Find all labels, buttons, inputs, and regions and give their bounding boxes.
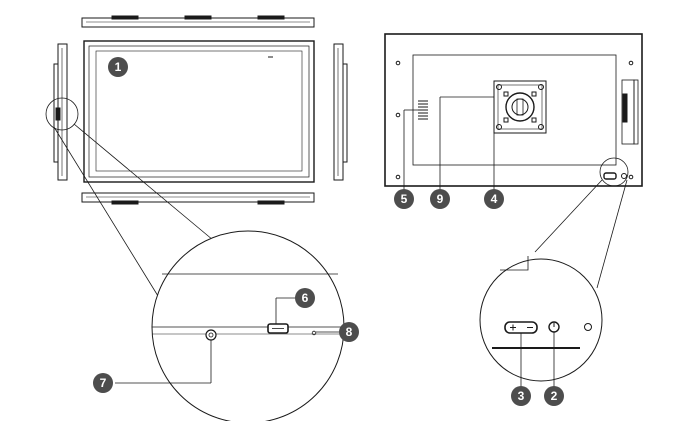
callout-2-label: 2 <box>551 389 558 403</box>
callout-9-label: 9 <box>437 192 444 206</box>
bottom-edge-view <box>81 192 315 205</box>
front-panel <box>83 40 315 183</box>
callout-7: 7 <box>93 373 113 393</box>
front-view <box>45 15 348 421</box>
callout-badge <box>511 386 531 406</box>
right-side-view <box>333 43 348 181</box>
callout-4: 4 <box>484 189 504 209</box>
left-side-view <box>53 43 68 181</box>
callout-9: 9 <box>430 189 450 209</box>
callout-8: 8 <box>339 322 359 342</box>
callout-6: 6 <box>295 288 315 308</box>
vesa-mount <box>493 80 547 134</box>
leader-lines <box>115 96 555 388</box>
back-view <box>384 33 643 382</box>
callout-badge <box>93 373 113 393</box>
callout-5: 5 <box>394 189 414 209</box>
callout-badge <box>339 322 359 342</box>
back-detail-magnifier <box>479 157 629 382</box>
callout-7-label: 7 <box>100 376 107 390</box>
callout-badge <box>394 189 414 209</box>
callout-3: 3 <box>511 386 531 406</box>
callout-badge <box>544 386 564 406</box>
callout-8-label: 8 <box>346 325 353 339</box>
front-detail-magnifier <box>45 97 345 421</box>
callout-1: 1 <box>108 57 128 77</box>
top-edge-view <box>81 15 315 28</box>
callout-2: 2 <box>544 386 564 406</box>
callout-badge <box>295 288 315 308</box>
callout-6-label: 6 <box>302 291 309 305</box>
callout-4-label: 4 <box>491 192 498 206</box>
callout-1-label: 1 <box>115 60 122 74</box>
callout-3-label: 3 <box>518 389 525 403</box>
callout-5-label: 5 <box>401 192 408 206</box>
callout-badge <box>430 189 450 209</box>
callout-badge <box>108 57 128 77</box>
callout-badge <box>484 189 504 209</box>
